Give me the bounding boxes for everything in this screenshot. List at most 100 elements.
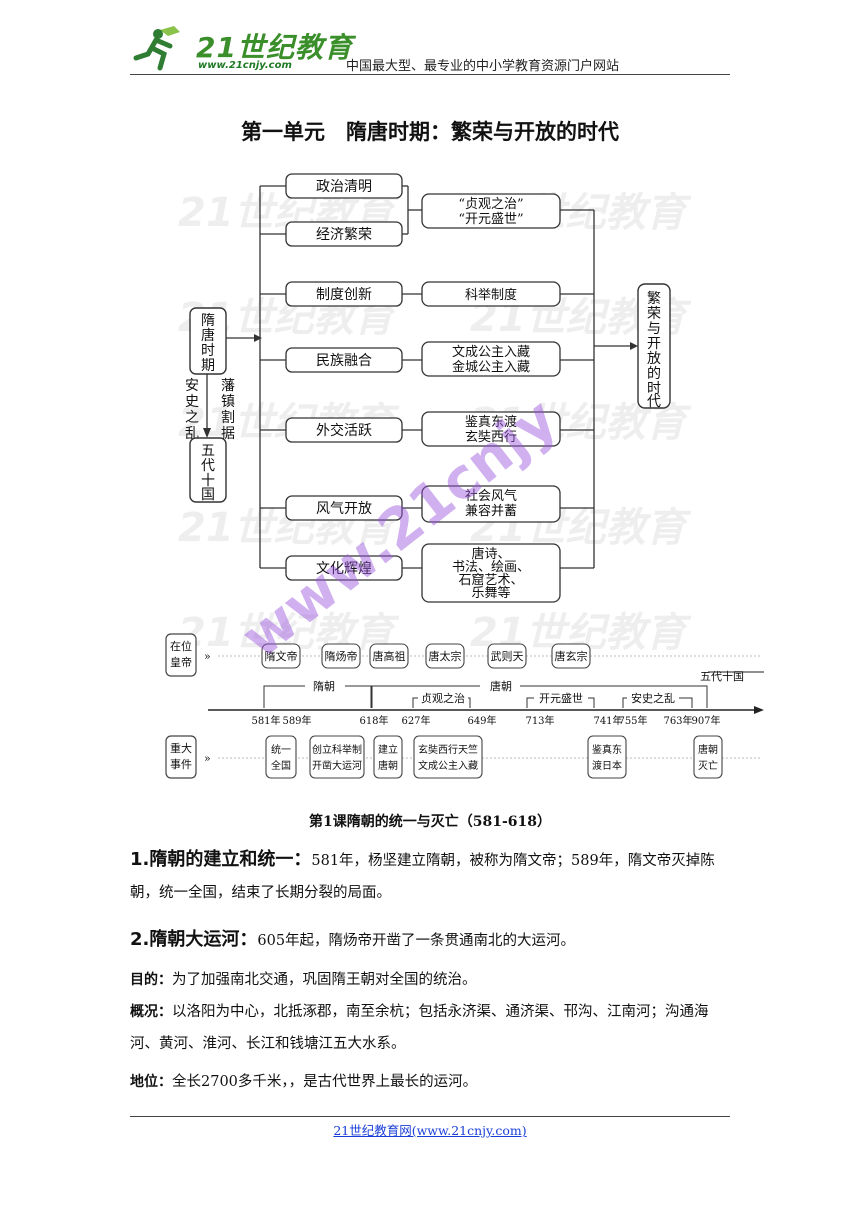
logo-text: 21世纪教育 [196, 31, 353, 64]
fanzhen-char: 藩 [221, 378, 235, 394]
anshi-char: 史 [185, 394, 199, 410]
fanzhen-char: 据 [221, 426, 235, 442]
event-text: 灭亡 [698, 759, 718, 772]
result-char: 与 [647, 321, 661, 337]
row-label-box [165, 735, 197, 779]
emperor-box [425, 643, 465, 669]
emperor-box [551, 643, 591, 669]
result-char: 荣 [647, 306, 661, 322]
emperor-box [321, 643, 361, 669]
event-text: 创立科举制 [312, 743, 362, 756]
emperor-name: 武则天 [491, 650, 524, 663]
year-label: 741年 [593, 714, 622, 727]
year-label: 649年 [467, 714, 496, 727]
feature-box [285, 495, 403, 521]
period-label: 开元盛世 [539, 691, 583, 705]
event-text: 文成公主入藏 [418, 759, 478, 772]
chevron-icon: » [204, 650, 211, 663]
detail-text: 书法、绘画、 [452, 560, 530, 575]
row-label-text: 在位 [170, 639, 192, 653]
overview-label: 概况： [130, 1004, 172, 1020]
feature-box [285, 417, 403, 443]
section-1-heading: 1.隋朝的建立和统一： [130, 849, 312, 870]
section-1-text: 581年，杨坚建立隋朝，被称为隋文帝；589年，隋文帝灭掉陈朝，统一全国，结束了… [130, 853, 715, 901]
chevron-icon: » [204, 752, 211, 765]
anshi-char: 之 [185, 410, 199, 426]
detail-text: 乐舞等 [471, 585, 510, 601]
detail-text: 玄奘西行 [465, 430, 517, 445]
event-text: 玄奘西行天竺 [418, 743, 478, 756]
result-char: 时 [647, 381, 661, 397]
purpose-line: 目的：为了加强南北交通，巩固隋王朝对全国的统治。 [130, 964, 730, 996]
year-label: 907年 [691, 714, 720, 727]
event-text: 开凿大运河 [312, 759, 362, 772]
result-char: 繁 [647, 291, 661, 307]
event-box [265, 735, 297, 779]
row-label-text: 事件 [170, 758, 192, 771]
lesson-title: 第1课隋朝的统一与灭亡（581-618） [309, 814, 551, 830]
event-box [587, 735, 627, 779]
detail-text: 石窟艺术、 [458, 572, 523, 588]
later-box [189, 437, 227, 503]
year-label: 755年 [618, 714, 647, 727]
later-char: 代 [201, 458, 215, 474]
event-text: 唐朝 [698, 743, 718, 756]
emperor-name: 隋炀帝 [325, 649, 358, 663]
result-char: 放 [647, 351, 661, 367]
root-box [189, 307, 227, 375]
overview-line: 概况：以洛阳为中心，北抵涿郡，南至余杭；包括永济渠、通济渠、邗沟、江南河；沟通海… [130, 996, 730, 1060]
result-char: 代 [647, 394, 661, 410]
section-2: 2.隋朝大运河：605年起，隋炀帝开凿了一条贯通南北的大运河。 [130, 924, 730, 957]
row-label-text: 皇帝 [170, 655, 192, 669]
status-label: 地位： [130, 1074, 172, 1090]
detail-box [421, 485, 561, 523]
logo-url[interactable]: www.21cnjy.com [198, 60, 292, 71]
section-2-heading: 2.隋朝大运河： [130, 929, 258, 950]
later-char: 十 [201, 473, 215, 489]
year-label: 713年 [525, 714, 554, 727]
feature-label: 民族融合 [316, 353, 372, 369]
result-char: 开 [647, 336, 661, 352]
section-1: 1.隋朝的建立和统一：581年，杨坚建立隋朝，被称为隋文帝；589年，隋文帝灭掉… [130, 844, 730, 909]
event-box [309, 735, 365, 779]
feature-box [285, 221, 403, 247]
detail-text: “贞观之治” [458, 197, 523, 212]
footer-link[interactable]: 21世纪教育网(www.21cnjy.com) [333, 1123, 527, 1138]
result-box [637, 283, 671, 409]
event-text: 唐朝 [378, 759, 398, 772]
emperor-name: 唐玄宗 [555, 649, 588, 663]
event-text: 统一 [271, 743, 291, 756]
root-char: 隋 [201, 313, 215, 329]
event-text: 全国 [271, 759, 291, 772]
status-line: 地位：全长2700多千米，，是古代世界上最长的运河。 [130, 1066, 730, 1098]
detail-text: “开元盛世” [458, 212, 523, 227]
period-label: 安史之乱 [631, 691, 675, 705]
emperor-name: 隋文帝 [265, 649, 298, 663]
status-text: 全长2700多千米，，是古代世界上最长的运河。 [172, 1074, 478, 1090]
section-2-text: 605年起，隋炀帝开凿了一条贯通南北的大运河。 [257, 933, 576, 949]
year-label: 618年 [359, 714, 388, 727]
header-tagline: 中国最大型、最专业的中小学教育资源门户网站 [346, 59, 620, 74]
anshi-char: 安 [185, 378, 199, 394]
timeline-diagram: 在位 皇帝 重大 事件 » » 隋文帝 隋炀帝 唐高祖 唐太宗 武则天 唐玄宗 … [165, 633, 764, 779]
footer-divider [130, 1116, 730, 1117]
logo-runner-icon [133, 26, 180, 71]
purpose-label: 目的： [130, 972, 172, 988]
fanzhen-char: 割 [221, 409, 235, 426]
event-box [693, 735, 723, 779]
later-char: 五 [201, 443, 215, 459]
feature-label: 风气开放 [316, 501, 372, 517]
result-char: 的 [647, 366, 661, 382]
header-divider [130, 74, 730, 75]
event-box [373, 735, 403, 779]
emperor-box [261, 643, 301, 669]
overview-text: 以洛阳为中心，北抵涿郡，南至余杭；包括永济渠、通济渠、邗沟、江南河；沟通海河、黄… [130, 1004, 709, 1052]
detail-text: 文成公主入藏 [452, 345, 530, 360]
event-text: 建立 [378, 743, 398, 756]
row-label-text: 重大 [170, 741, 192, 755]
event-text: 鉴真东 [592, 743, 622, 756]
event-text: 渡日本 [592, 759, 622, 772]
detail-box [421, 341, 561, 377]
detail-text: 兼容并蓄 [465, 503, 517, 519]
detail-box [421, 543, 561, 603]
